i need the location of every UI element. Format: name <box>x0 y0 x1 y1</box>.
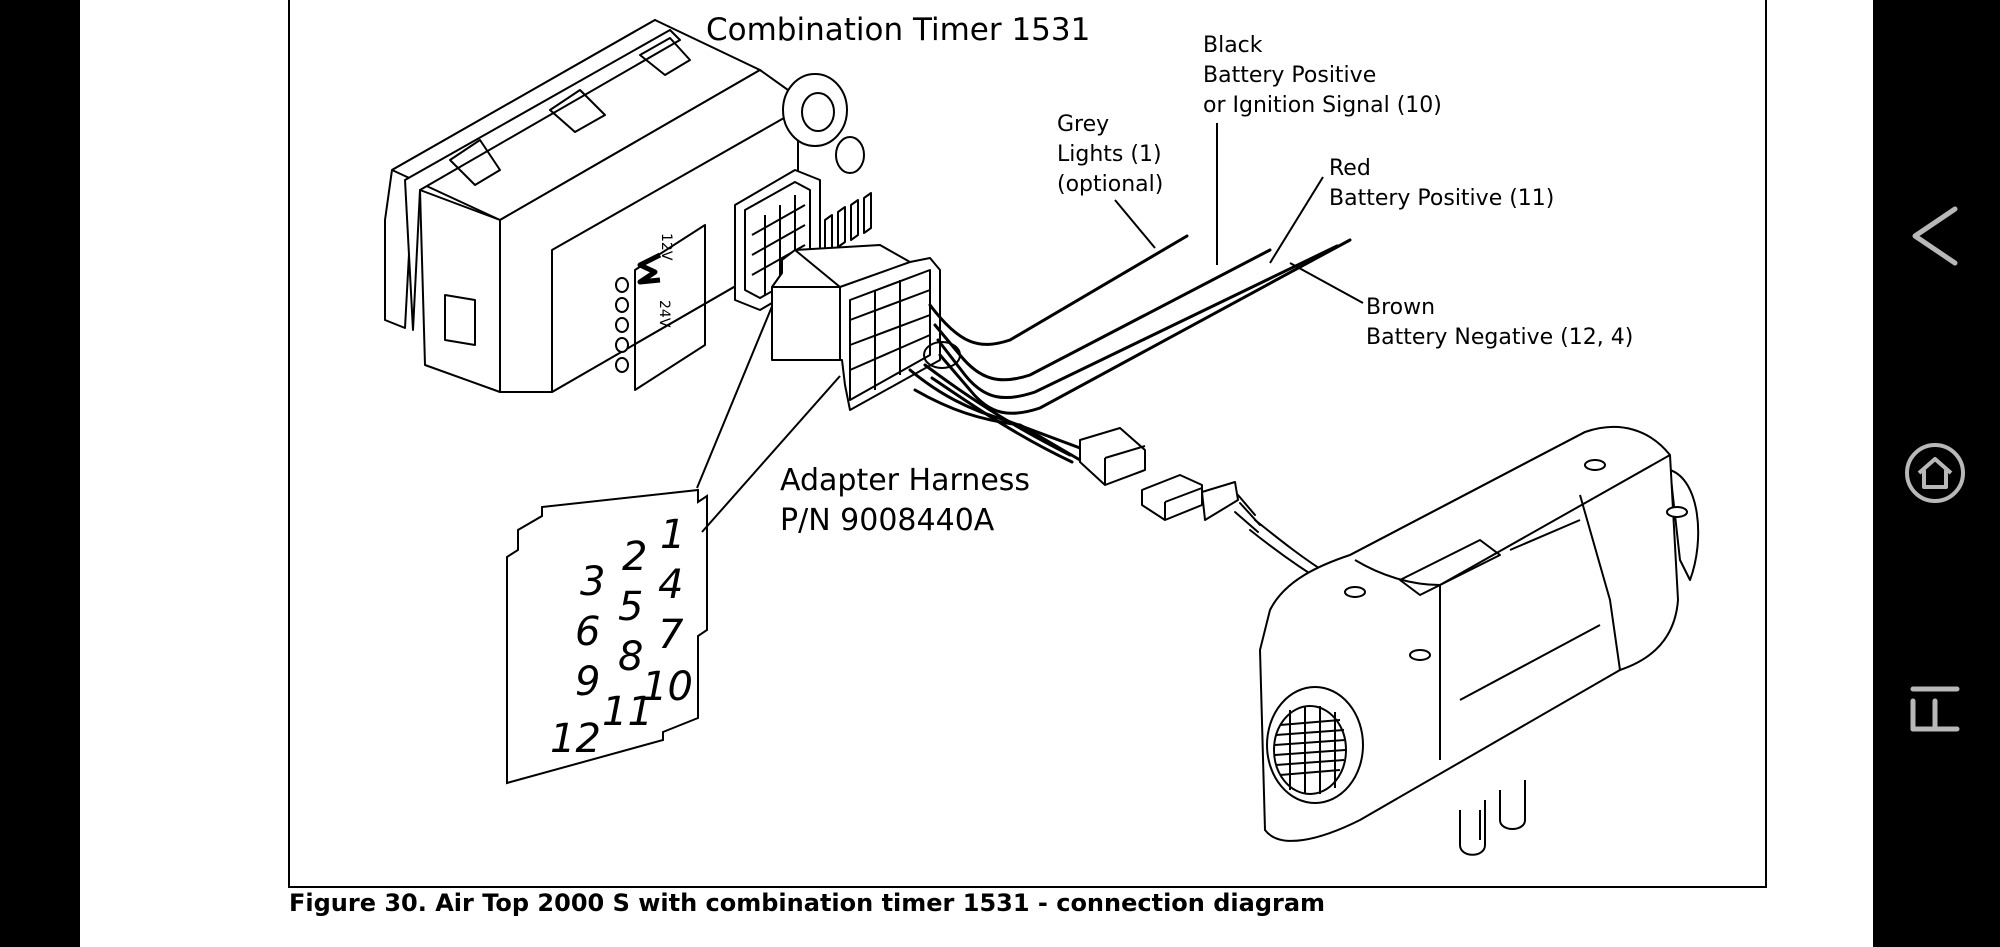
voltage-24v-label: 24V <box>656 300 672 328</box>
home-button[interactable] <box>1890 428 1980 518</box>
pinout-card <box>506 488 708 785</box>
svg-text:Black: Black <box>1203 33 1263 58</box>
air-top-heater <box>1259 425 1700 856</box>
svg-text:Red: Red <box>1329 156 1371 181</box>
heater-plug <box>1141 474 1239 521</box>
adapter-connector <box>771 244 941 411</box>
svg-text:Battery Negative (12, 4): Battery Negative (12, 4) <box>1366 325 1633 350</box>
pin-4: 4 <box>658 562 683 608</box>
svg-text:Battery Positive (11): Battery Positive (11) <box>1329 186 1554 211</box>
wire-grey <box>928 234 1189 346</box>
pin-1: 1 <box>660 512 685 558</box>
pin-5: 5 <box>618 584 643 630</box>
wire-bundle <box>908 234 1352 464</box>
heater-intake-grille <box>1274 706 1346 794</box>
document-page: 12V 24V 1 2 3 4 5 6 7 8 9 10 11 12 <box>80 0 1873 947</box>
leader-grey <box>1114 199 1156 249</box>
wire-brown <box>938 238 1352 415</box>
recents-button[interactable] <box>1890 664 1980 754</box>
back-button[interactable] <box>1890 191 1980 281</box>
svg-text:(optional): (optional) <box>1057 172 1163 197</box>
pin-7: 7 <box>658 612 684 658</box>
leader-red <box>1269 176 1324 264</box>
label-brown: Brown Battery Negative (12, 4) <box>1366 295 1633 350</box>
pin-3: 3 <box>580 559 605 605</box>
recents-icon <box>1910 686 1960 732</box>
label-red: Red Battery Positive (11) <box>1329 156 1554 211</box>
label-adapter-harness: Adapter Harness P/N 9008440A <box>780 463 1030 538</box>
label-grey: Grey Lights (1) (optional) <box>1057 112 1163 197</box>
pin-12: 12 <box>550 716 601 762</box>
voltage-12v-label: 12V <box>658 233 674 261</box>
svg-text:Battery Positive: Battery Positive <box>1203 63 1376 88</box>
figure-caption: Figure 30. Air Top 2000 S with combinati… <box>289 889 1325 917</box>
connection-diagram: 12V 24V 1 2 3 4 5 6 7 8 9 10 11 12 <box>288 0 1767 917</box>
pin-9: 9 <box>575 659 600 705</box>
adapter-plug <box>1079 427 1146 486</box>
wire-black <box>933 248 1272 382</box>
svg-text:Adapter Harness: Adapter Harness <box>780 463 1030 498</box>
label-black: Black Battery Positive or Ignition Signa… <box>1203 33 1442 118</box>
svg-text:Grey: Grey <box>1057 112 1109 137</box>
pin-11: 11 <box>602 689 653 735</box>
svg-text:Lights (1): Lights (1) <box>1057 142 1162 167</box>
pin-6: 6 <box>575 609 600 655</box>
figure-frame <box>288 0 1767 888</box>
leader-brown <box>1289 262 1364 304</box>
home-icon <box>1905 443 1965 503</box>
pin-2: 2 <box>622 534 647 580</box>
wire-red <box>936 244 1339 400</box>
svg-text:Brown: Brown <box>1366 295 1435 320</box>
pinout-numbers: 1 2 3 4 5 6 7 8 9 10 11 12 <box>550 512 693 762</box>
chevron-left-icon <box>1912 206 1958 266</box>
svg-text:P/N 9008440A: P/N 9008440A <box>780 503 995 538</box>
timer-title: Combination Timer 1531 <box>706 12 1090 48</box>
pin-10: 10 <box>642 664 693 710</box>
pin-8: 8 <box>618 634 643 680</box>
svg-text:or Ignition Signal (10): or Ignition Signal (10) <box>1203 93 1442 118</box>
